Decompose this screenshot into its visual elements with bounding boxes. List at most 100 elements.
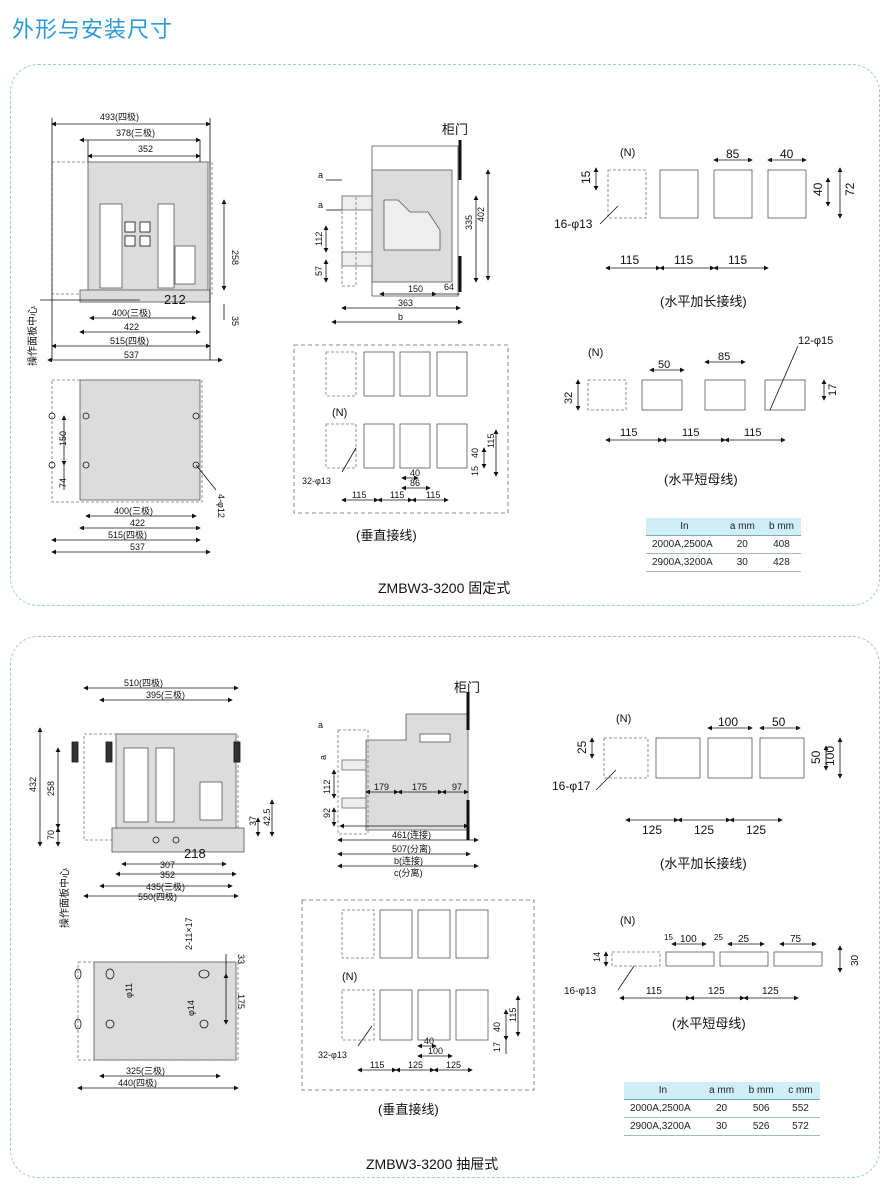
table-header: c mm	[780, 1082, 820, 1100]
neutral-label: (N)	[616, 713, 631, 725]
table-row: 2000A,2500A 20 408	[646, 535, 801, 554]
dim-label: 100	[680, 934, 697, 945]
table-header: a mm	[701, 1082, 742, 1100]
dim-label: 50	[772, 715, 786, 729]
dim-label: 50	[809, 750, 823, 764]
drawout-spec-table: In a mm b mm c mm 2000A,2500A 20 506 552…	[624, 1082, 820, 1136]
dim-label: 115	[728, 253, 747, 267]
dim-label: 112	[314, 232, 324, 246]
dim-label: 115	[352, 490, 366, 500]
neutral-label: (N)	[588, 347, 603, 359]
table-header-row: In a mm b mm	[646, 518, 801, 536]
dim-label: 4-φ12	[216, 494, 226, 518]
dim-label: 16-φ13	[564, 986, 596, 997]
dim-label: 15	[664, 933, 673, 942]
drawout-caption: ZMBW3-3200 抽屉式	[366, 1156, 499, 1172]
dim-label: 325(三极)	[126, 1065, 165, 1076]
dim-label: b(连接)	[394, 855, 423, 866]
dim-label: 378(三极)	[116, 127, 155, 138]
caption-horizontal-long: (水平加长接线)	[660, 856, 747, 871]
dim-label: 32-φ13	[318, 1050, 347, 1060]
dim-label: 125	[746, 823, 766, 837]
dim-label: 100	[718, 715, 738, 729]
dim-label: 100	[428, 1046, 443, 1056]
dim-label: 85	[726, 147, 740, 161]
dim-label: 115	[426, 490, 440, 500]
caption-vertical: (垂直接线)	[378, 1102, 439, 1117]
dim-label: a	[318, 170, 323, 180]
fixed-spec-table: In a mm b mm 2000A,2500A 20 408 2900A,32…	[646, 518, 801, 572]
caption-horizontal-short: (水平短母线)	[672, 1016, 746, 1031]
dim-label: 15	[470, 466, 480, 476]
dim-label: 179	[374, 782, 389, 792]
dim-label: 100	[823, 746, 837, 766]
dim-label: 335	[464, 215, 474, 230]
dim-label: 363	[398, 298, 413, 308]
table-row: 2900A,3200A 30 428	[646, 553, 801, 572]
dim-label: 125	[642, 823, 662, 837]
dim-label: 16-φ17	[552, 779, 591, 793]
door-label: 柜门	[454, 680, 480, 695]
dim-label: 35	[230, 316, 240, 326]
dim-label: 395(三极)	[146, 689, 185, 700]
dim-label: c(分离)	[394, 867, 423, 878]
dim-label: 150	[58, 431, 68, 446]
dim-label: 50	[658, 359, 670, 371]
dim-label: 15	[579, 170, 593, 184]
dim-label: 218	[184, 846, 206, 861]
table-cell: 30	[701, 1117, 742, 1136]
dim-label: 112	[322, 780, 332, 794]
dim-label: 507(分离)	[392, 843, 431, 854]
table-cell: 526	[741, 1117, 781, 1136]
caption-vertical: (垂直接线)	[356, 528, 417, 543]
table-header: b mm	[741, 1082, 781, 1100]
caption-horizontal-short: (水平短母线)	[664, 472, 738, 487]
panel-center-label: 操作面板中心	[26, 306, 39, 366]
caption-horizontal-long: (水平加长接线)	[660, 294, 747, 309]
fixed-front-view	[40, 118, 227, 363]
drawout-mounting-view	[74, 954, 239, 1091]
dim-label: 25	[575, 740, 589, 754]
dim-label: 461(连接)	[392, 829, 431, 840]
dim-label: 307	[160, 860, 175, 870]
dim-label: 75	[790, 934, 802, 945]
table-header: In	[646, 518, 723, 536]
dim-label: 435(三极)	[146, 881, 185, 892]
table-cell: 428	[761, 553, 801, 572]
dim-label: 432	[28, 777, 38, 792]
table-header: In	[624, 1082, 702, 1100]
table-cell: 2000A,2500A	[624, 1099, 702, 1118]
dim-label: 537	[130, 542, 145, 552]
dim-label: a	[318, 755, 328, 760]
dim-label: b	[398, 312, 403, 322]
dim-label: 64	[444, 282, 454, 292]
dim-label: 258	[230, 250, 240, 265]
fixed-caption: ZMBW3-3200 固定式	[378, 580, 511, 596]
dim-label: 115	[682, 427, 700, 439]
dim-label: 32	[563, 392, 575, 404]
dim-label: 493(四极)	[100, 111, 139, 122]
dim-label: 212	[164, 292, 186, 307]
dim-label: 440(四极)	[118, 1077, 157, 1088]
table-header: b mm	[761, 518, 801, 536]
dim-label: 40	[424, 1036, 434, 1046]
door-label: 柜门	[442, 122, 468, 137]
dim-label: 33	[236, 954, 246, 964]
dim-label: 14	[592, 952, 602, 962]
neutral-label: (N)	[620, 147, 635, 159]
dim-label: 32-φ13	[302, 476, 331, 486]
table-cell: 408	[761, 535, 801, 554]
dim-label: 25	[738, 934, 750, 945]
panel-center-label: 操作面板中心	[58, 868, 71, 928]
dim-label: 40	[780, 147, 794, 161]
dim-label: 57	[314, 266, 324, 276]
dim-label: a	[318, 200, 323, 210]
dim-label: 70	[46, 830, 56, 840]
table-header-row: In a mm b mm c mm	[624, 1082, 820, 1100]
dim-label: 422	[124, 322, 139, 332]
dim-label: 40	[470, 448, 480, 458]
neutral-label: (N)	[620, 915, 635, 927]
dim-label: 72	[843, 182, 857, 196]
dim-label: φ14	[186, 1000, 196, 1016]
drawout-vertical-wiring	[301, 899, 535, 1091]
